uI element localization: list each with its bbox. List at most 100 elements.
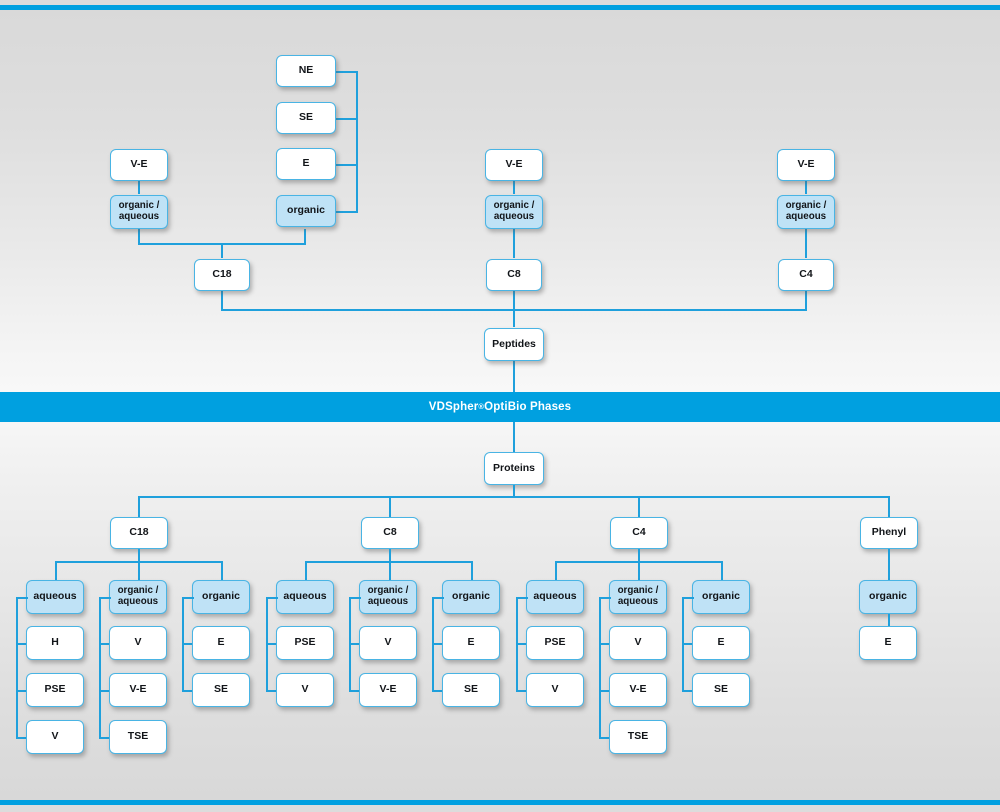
connector-ve2-oa2 xyxy=(513,181,515,194)
stub-c18-aqueous-1 xyxy=(16,643,28,645)
node-c8-peptides[interactable]: C8 xyxy=(486,259,542,291)
connector-c8-oa xyxy=(389,561,391,581)
leaf-c18-organic-e[interactable]: E xyxy=(192,626,250,660)
node-proteins[interactable]: Proteins xyxy=(484,452,544,485)
leaf-c18-aqueous-v[interactable]: V xyxy=(26,720,84,754)
leaf-c4-oa-ve[interactable]: V-E xyxy=(609,673,667,707)
connector-proteins-down xyxy=(513,485,515,497)
connector-e xyxy=(336,164,358,166)
connector-organic-in xyxy=(336,211,358,213)
connector-c18-organic xyxy=(221,561,223,581)
group-c4-organic[interactable]: organic xyxy=(692,580,750,614)
connector-bus-c8 xyxy=(389,496,391,517)
stub-c4-organic-1 xyxy=(682,643,694,645)
leaf-c4-oa-v[interactable]: V xyxy=(609,626,667,660)
connector-c4-organic xyxy=(721,561,723,581)
node-c18-proteins[interactable]: C18 xyxy=(110,517,168,549)
stub-c4-aqueous-1 xyxy=(516,643,528,645)
node-organic-aqueous-c8[interactable]: organic / aqueous xyxy=(485,195,543,229)
leaf-c8-organic-e[interactable]: E xyxy=(442,626,500,660)
connector-c18-aqueous xyxy=(55,561,57,581)
connector-phenyl-organic xyxy=(888,549,890,580)
stub-c18-oa-2 xyxy=(99,690,111,692)
leaf-c18-organic-se[interactable]: SE xyxy=(192,673,250,707)
stub-c8-oa-1 xyxy=(349,643,361,645)
connector-c4-aqueous xyxy=(555,561,557,581)
stub-c8-oa-2 xyxy=(349,690,361,692)
connector-c8-organic xyxy=(471,561,473,581)
node-ne[interactable]: NE xyxy=(276,55,336,87)
group-c18-organic-aqueous[interactable]: organic / aqueous xyxy=(109,580,167,614)
node-phenyl-proteins[interactable]: Phenyl xyxy=(860,517,918,549)
stub-c4-oa-head xyxy=(599,597,611,599)
node-e[interactable]: E xyxy=(276,148,336,180)
stub-c18-aqueous-2 xyxy=(16,690,28,692)
leaf-c18-aqueous-h[interactable]: H xyxy=(26,626,84,660)
group-c8-organic[interactable]: organic xyxy=(442,580,500,614)
node-se[interactable]: SE xyxy=(276,102,336,134)
leaf-c18-oa-ve[interactable]: V-E xyxy=(109,673,167,707)
node-peptides[interactable]: Peptides xyxy=(484,328,544,361)
connector-oa1-down xyxy=(138,229,140,244)
leaf-c18-oa-v[interactable]: V xyxy=(109,626,167,660)
leaf-c18-oa-tse[interactable]: TSE xyxy=(109,720,167,754)
connector-c8-aqueous xyxy=(305,561,307,581)
stub-c4-aqueous-2 xyxy=(516,690,528,692)
bottom-accent-bar xyxy=(0,800,1000,805)
stub-c4-oa-3 xyxy=(599,737,611,739)
node-c4-peptides[interactable]: C4 xyxy=(778,259,834,291)
leaf-phenyl-organic-e[interactable]: E xyxy=(859,626,917,660)
node-organic-aqueous-c4[interactable]: organic / aqueous xyxy=(777,195,835,229)
leaf-c18-aqueous-pse[interactable]: PSE xyxy=(26,673,84,707)
stub-c4-aqueous-head xyxy=(516,597,528,599)
leaf-c4-organic-se[interactable]: SE xyxy=(692,673,750,707)
connector-c18-oa xyxy=(138,561,140,581)
leaf-c4-oa-tse[interactable]: TSE xyxy=(609,720,667,754)
node-organic-peptides[interactable]: organic xyxy=(276,195,336,227)
leaf-c8-aqueous-v[interactable]: V xyxy=(276,673,334,707)
section-banner: VDSpher® OptiBio Phases xyxy=(0,392,1000,422)
node-ve-c4[interactable]: V-E xyxy=(777,149,835,181)
bus-c18-aqueous xyxy=(16,597,18,739)
stub-c4-organic-head xyxy=(682,597,694,599)
stub-c18-organic-head xyxy=(182,597,194,599)
stub-c4-oa-1 xyxy=(599,643,611,645)
group-phenyl-organic[interactable]: organic xyxy=(859,580,917,614)
connector-se xyxy=(336,118,358,120)
connector-c8-fan xyxy=(305,561,472,563)
connector-org-down xyxy=(304,229,306,244)
connector-banner-proteins xyxy=(513,422,515,452)
connector-c8-peptides xyxy=(513,291,515,327)
group-c8-aqueous[interactable]: aqueous xyxy=(276,580,334,614)
node-ve-c8[interactable]: V-E xyxy=(485,149,543,181)
node-c8-proteins[interactable]: C8 xyxy=(361,517,419,549)
stub-c18-oa-1 xyxy=(99,643,111,645)
bus-c4-oa xyxy=(599,597,601,739)
leaf-c8-organic-se[interactable]: SE xyxy=(442,673,500,707)
node-ve-c18[interactable]: V-E xyxy=(110,149,168,181)
connector-c18-bus xyxy=(221,291,223,310)
group-c8-organic-aqueous[interactable]: organic / aqueous xyxy=(359,580,417,614)
group-c18-aqueous[interactable]: aqueous xyxy=(26,580,84,614)
node-c4-proteins[interactable]: C4 xyxy=(610,517,668,549)
node-c18-peptides[interactable]: C18 xyxy=(194,259,250,291)
leaf-c4-organic-e[interactable]: E xyxy=(692,626,750,660)
connector-bus-c18 xyxy=(138,496,140,517)
connector-oa3-c4 xyxy=(805,229,807,258)
group-c4-organic-aqueous[interactable]: organic / aqueous xyxy=(609,580,667,614)
node-organic-aqueous-c18[interactable]: organic / aqueous xyxy=(110,195,168,229)
leaf-c4-aqueous-v[interactable]: V xyxy=(526,673,584,707)
connector-c18-fan-down xyxy=(138,549,140,562)
leaf-c8-oa-v[interactable]: V xyxy=(359,626,417,660)
group-c18-organic[interactable]: organic xyxy=(192,580,250,614)
connector-c4-fan-down xyxy=(638,549,640,562)
stub-c18-organic-1 xyxy=(182,643,194,645)
stub-c8-aqueous-1 xyxy=(266,643,278,645)
banner-text-before: VDSpher xyxy=(428,401,479,413)
leaf-c8-aqueous-pse[interactable]: PSE xyxy=(276,626,334,660)
leaf-c8-oa-ve[interactable]: V-E xyxy=(359,673,417,707)
bus-c18-oa xyxy=(99,597,101,739)
connector-peptides-banner xyxy=(513,361,515,393)
group-c4-aqueous[interactable]: aqueous xyxy=(526,580,584,614)
leaf-c4-aqueous-pse[interactable]: PSE xyxy=(526,626,584,660)
